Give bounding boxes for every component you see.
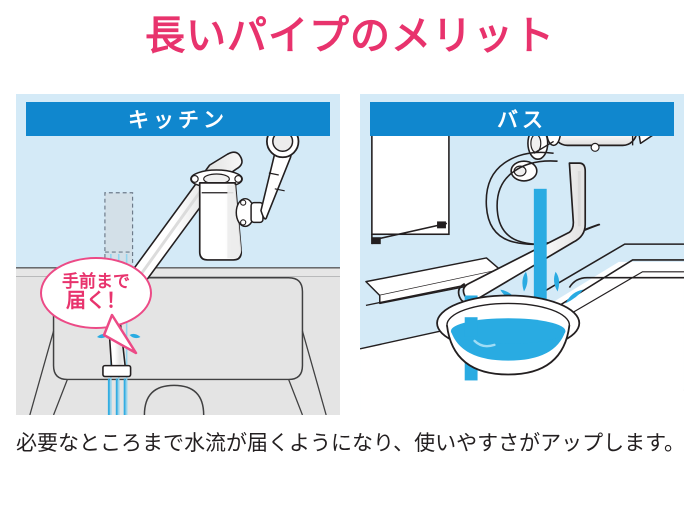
- speech-bubble-kitchen: 手前まで 届く！: [40, 257, 152, 355]
- panel-container: キッチン 手前まで 届く！: [14, 92, 686, 417]
- bathroom-washbowl-illustration: [360, 107, 684, 415]
- panel-bath: バス 手前まで 届く！: [358, 92, 686, 417]
- bubble-line2-kitchen: 届く！: [66, 290, 126, 313]
- panel-kitchen: キッチン 手前まで 届く！: [14, 92, 342, 417]
- bubble-outline-kitchen: [40, 257, 152, 329]
- bubble-line1-kitchen: 手前まで: [62, 272, 130, 292]
- panel-header-bath: バス: [370, 102, 674, 136]
- panel-header-kitchen: キッチン: [26, 102, 330, 136]
- page-title: 長いパイプのメリット: [145, 14, 555, 58]
- caption-text: 必要なところまで水流が届くようになり、使いやすさがアップします。: [16, 432, 686, 455]
